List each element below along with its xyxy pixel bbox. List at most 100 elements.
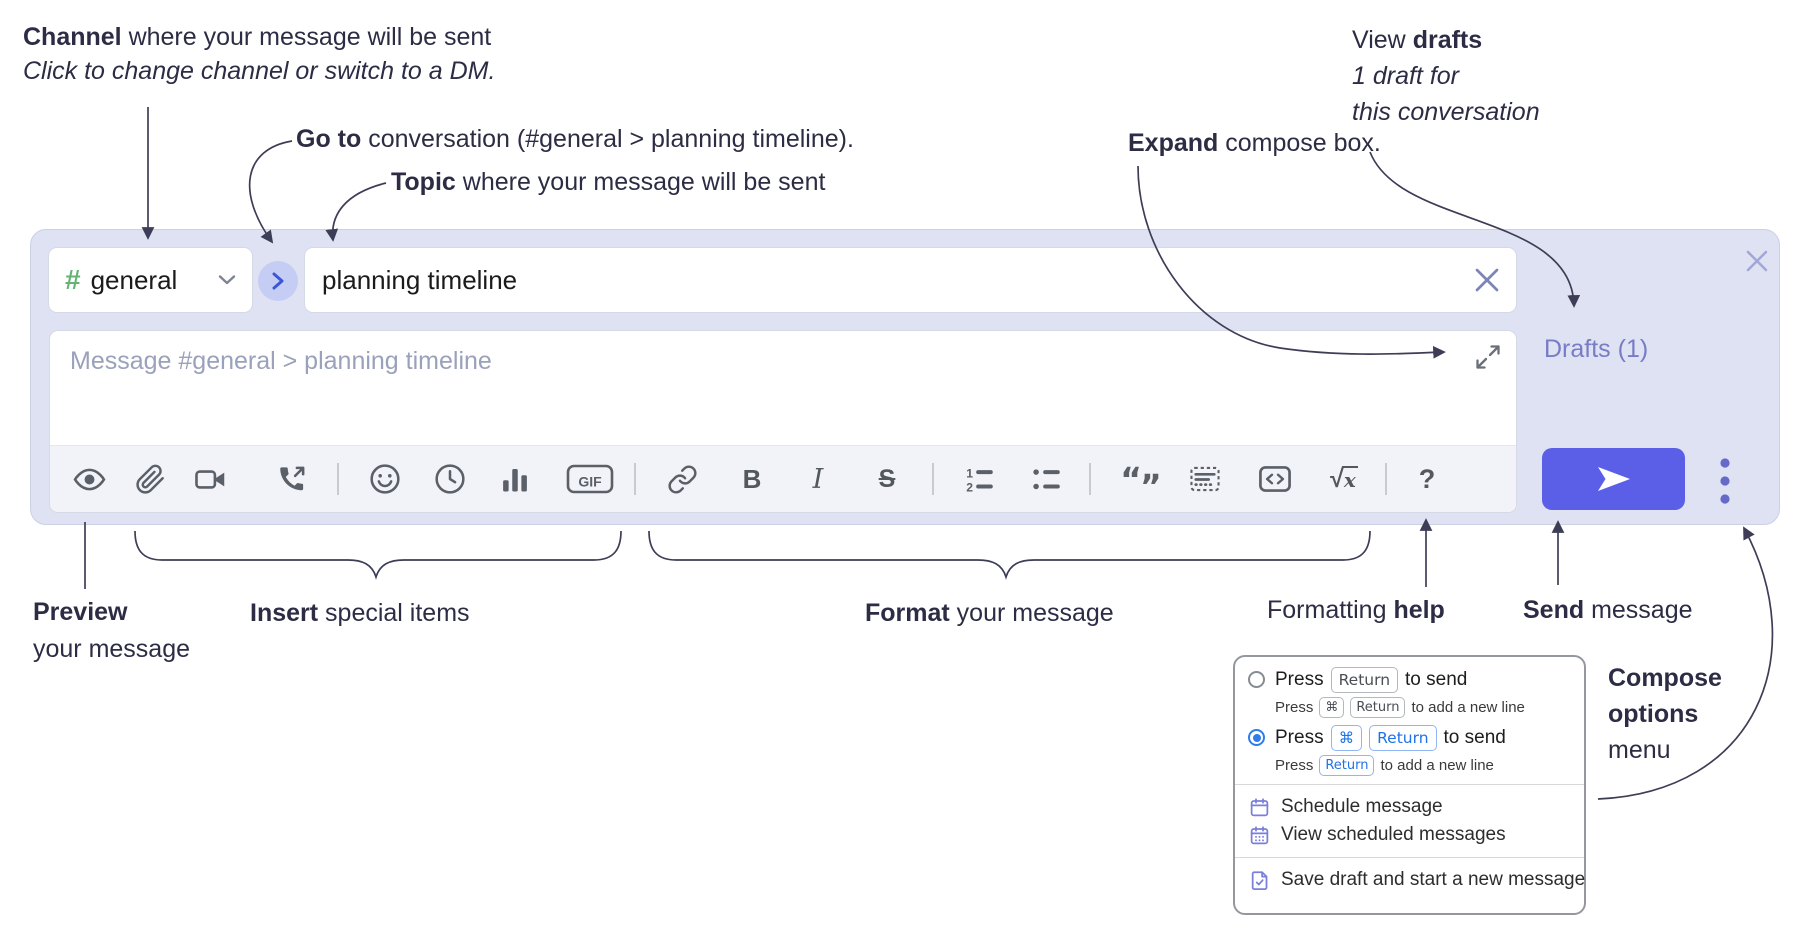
add-audio-call-button[interactable]	[271, 459, 311, 499]
option-cmd-enter-to-send[interactable]: Press ⌘ Return to send Press Return to a…	[1248, 725, 1571, 776]
video-camera-icon	[194, 469, 224, 489]
link-icon	[667, 465, 697, 493]
popup-divider	[1235, 857, 1584, 858]
annotation-channel-bold: Channel	[23, 23, 122, 51]
strikethrough-icon: S	[878, 464, 896, 493]
paperclip-icon	[135, 464, 164, 494]
quote-button[interactable]: “”	[1120, 459, 1161, 506]
annotation-channel-sub: Click to change channel or switch to a D…	[23, 57, 496, 85]
gif-icon: GIF	[566, 464, 614, 494]
message-compose-area: GIF B I S 12 “”	[49, 330, 1517, 513]
vertical-ellipsis-icon	[1720, 458, 1730, 504]
eye-icon	[73, 468, 105, 490]
radio-selected-icon[interactable]	[1248, 729, 1265, 746]
toolbar-divider	[634, 463, 636, 495]
link-button[interactable]	[662, 459, 702, 499]
radio-unselected-icon[interactable]	[1248, 671, 1265, 688]
go-to-conversation-button[interactable]	[258, 261, 298, 301]
strikethrough-button[interactable]: S	[867, 459, 907, 499]
channel-selector[interactable]: # general	[48, 247, 253, 313]
menu-item-view-scheduled-messages[interactable]: View scheduled messages	[1248, 821, 1571, 849]
return-key-cap: Return	[1350, 697, 1406, 718]
bar-chart-icon	[503, 469, 527, 492]
drafts-link[interactable]: Drafts (1)	[1544, 335, 1649, 363]
question-mark-icon: ?	[1418, 463, 1436, 494]
send-button[interactable]	[1542, 448, 1685, 510]
annotation-view-drafts: View drafts 1 draft for this conversatio…	[1352, 26, 1540, 126]
bold-button[interactable]: B	[732, 459, 772, 499]
annotation-formatting-help: Formatting help	[1267, 596, 1445, 624]
bold-icon: B	[742, 463, 762, 494]
return-key-cap: Return	[1330, 667, 1399, 693]
italic-button[interactable]: I	[798, 459, 838, 499]
save-draft-icon	[1251, 870, 1268, 890]
add-global-time-button[interactable]	[430, 459, 470, 499]
add-poll-button[interactable]	[495, 459, 535, 499]
add-emoji-button[interactable]	[365, 459, 405, 499]
annotation-insert: Insert special items	[250, 599, 470, 627]
svg-text:1: 1	[966, 466, 973, 480]
send-icon	[1597, 467, 1630, 491]
compose-box: # general	[30, 229, 1780, 525]
chevron-right-icon	[272, 272, 284, 290]
bulleted-list-button[interactable]	[1026, 459, 1066, 499]
annotation-expand: Expand compose box.	[1128, 129, 1381, 157]
annotation-goto: Go to conversation (#general > planning …	[296, 125, 854, 153]
quote-icon: “”	[1120, 459, 1161, 506]
add-video-call-button[interactable]	[190, 459, 230, 499]
annotation-format: Format your message	[865, 599, 1114, 627]
calendar-days-icon	[1250, 825, 1269, 844]
toolbar-divider	[1089, 463, 1091, 495]
cmd-key-cap: ⌘	[1319, 697, 1345, 718]
channel-name: general	[90, 264, 178, 295]
math-button[interactable]: √x	[1324, 459, 1364, 499]
annotation-topic: Topic where your message will be sent	[391, 168, 826, 196]
annotation-channel: Channel where your message will be sent …	[23, 20, 495, 88]
toolbar-divider	[932, 463, 934, 495]
message-input[interactable]	[50, 331, 1516, 448]
code-button[interactable]	[1255, 459, 1295, 499]
brace-insert	[134, 530, 622, 580]
popup-divider	[1235, 784, 1584, 785]
cmd-key-cap: ⌘	[1330, 725, 1363, 751]
clear-topic-button[interactable]	[1470, 263, 1504, 297]
expand-compose-button[interactable]	[1474, 343, 1502, 371]
numbered-list-icon: 12	[966, 466, 993, 494]
add-gif-button[interactable]: GIF	[565, 459, 615, 499]
close-icon	[1746, 250, 1768, 272]
toolbar-divider	[337, 463, 339, 495]
option-enter-to-send[interactable]: Press Return to send Press ⌘ Return to a…	[1248, 667, 1571, 718]
expand-icon	[1476, 345, 1500, 369]
annotation-preview: Preview your message	[33, 598, 191, 663]
annotation-send-message: Send message	[1523, 596, 1693, 624]
menu-item-schedule-message[interactable]: Schedule message	[1248, 793, 1571, 821]
compose-options-menu-button[interactable]	[1713, 456, 1737, 506]
math-icon: √x	[1330, 464, 1358, 493]
svg-text:2: 2	[966, 480, 973, 494]
italic-icon: I	[812, 463, 824, 495]
preview-message-button[interactable]	[69, 459, 109, 499]
formatting-help-button[interactable]: ?	[1407, 459, 1447, 499]
topic-input[interactable]	[305, 264, 1470, 296]
topic-field	[304, 247, 1517, 313]
bulleted-list-icon	[1032, 468, 1060, 489]
clock-icon	[435, 464, 465, 494]
attach-file-button[interactable]	[130, 459, 170, 499]
svg-text:GIF: GIF	[578, 474, 602, 490]
code-icon	[1259, 466, 1291, 492]
return-key-cap: Return	[1369, 725, 1437, 751]
spoiler-button[interactable]	[1185, 459, 1225, 499]
brace-format	[648, 530, 1371, 580]
phone-outgoing-icon	[279, 466, 304, 490]
annotation-channel-rest: where your message will be sent	[121, 23, 492, 51]
annotation-compose-options-menu: Compose options menu	[1608, 664, 1722, 764]
toolbar-divider	[1385, 463, 1387, 495]
chevron-down-icon	[218, 274, 236, 286]
close-compose-button[interactable]	[1743, 247, 1771, 275]
menu-item-save-draft-new-message[interactable]: Save draft and start a new message	[1248, 866, 1585, 894]
return-key-cap: Return	[1319, 755, 1375, 776]
calendar-icon	[1250, 797, 1269, 816]
